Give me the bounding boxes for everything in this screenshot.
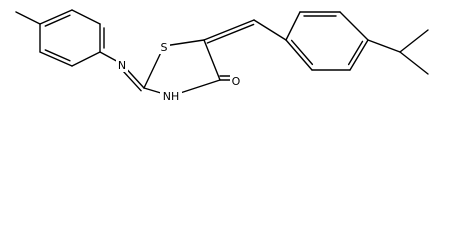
ring-bond <box>163 39 205 47</box>
ring-bond <box>203 39 221 81</box>
exocyclic-double-bond <box>206 23 255 44</box>
aryl-double-bond <box>347 40 364 66</box>
tolyl-bond <box>71 51 101 67</box>
sulfur-atom-label: S <box>161 41 168 54</box>
exocyclic-bond <box>203 19 255 41</box>
aryl-ring-bond <box>285 11 301 41</box>
imine-nitrogen-label-bg <box>116 57 128 72</box>
bond-layer <box>15 9 429 97</box>
isopropyl-methyl-bond <box>399 29 429 53</box>
tolyl-bond <box>71 9 101 25</box>
aryl-double-bond <box>290 39 314 66</box>
imine-nitrogen-atom-label: N <box>118 59 126 72</box>
tolyl-double-bond <box>44 14 71 27</box>
carbonyl-oxygen-atom-label: O <box>232 75 241 88</box>
aryl-ring-bond <box>285 39 313 71</box>
tolyl-double-bond <box>44 49 71 62</box>
tolyl-bond <box>39 51 73 67</box>
ring-nitrogen-atom-label: NH <box>163 90 180 103</box>
tolyl-bond <box>39 9 73 25</box>
aryl-ring-bond <box>349 39 369 71</box>
benzylidene-bond <box>253 19 287 41</box>
structure-diagram: S N NH O <box>15 9 429 103</box>
isopropyl-methyl-bond <box>399 51 429 75</box>
isopropyl-bond <box>367 39 401 53</box>
atom-label-layer: S N NH O <box>116 39 242 103</box>
carbonyl-oxygen-label-bg <box>230 73 242 88</box>
molecule-drawing: S N NH O <box>15 9 429 103</box>
aryl-ring-bond <box>339 11 369 41</box>
sulfur-label-bg <box>158 39 170 54</box>
methyl-bond <box>15 11 41 25</box>
ring-nitrogen-label-bg <box>160 88 182 103</box>
